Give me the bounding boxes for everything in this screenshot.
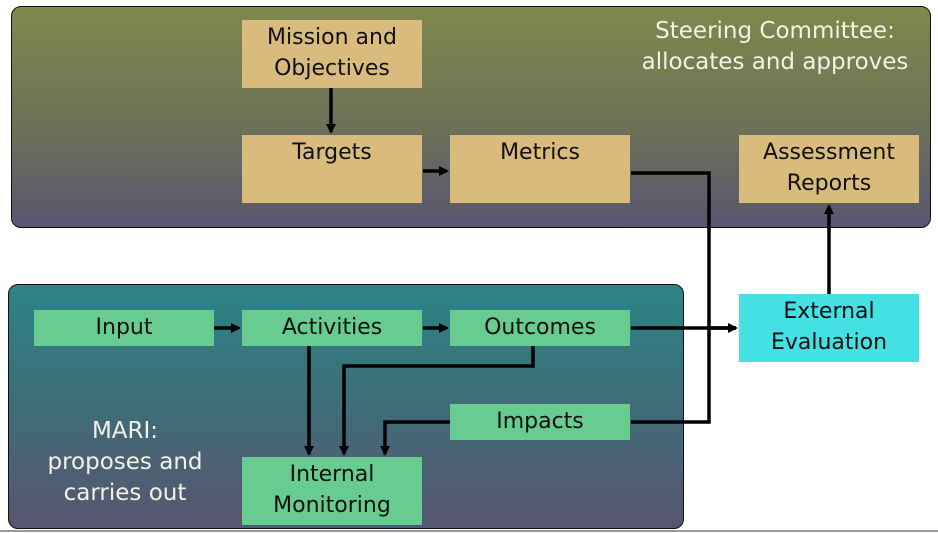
targets-box: Targets: [242, 135, 422, 203]
arrow-metrics-to-external: [631, 171, 736, 330]
steering-committee-label: Steering Committee: allocates and approv…: [641, 18, 909, 75]
arrow-impacts-to-external: [631, 328, 711, 424]
input-box: Input: [34, 310, 214, 346]
mari-label: MARI: proposes and carries out: [47, 418, 203, 506]
bottom-divider: [0, 530, 938, 532]
metrics-box: Metrics: [450, 135, 630, 203]
outcomes-box: Outcomes: [450, 310, 630, 346]
arrow-impacts-to-monitoring: [380, 420, 450, 456]
activities-box: Activities: [242, 310, 422, 346]
impacts-box: Impacts: [450, 404, 630, 440]
arrow-outcomes-to-monitoring: [339, 346, 535, 456]
